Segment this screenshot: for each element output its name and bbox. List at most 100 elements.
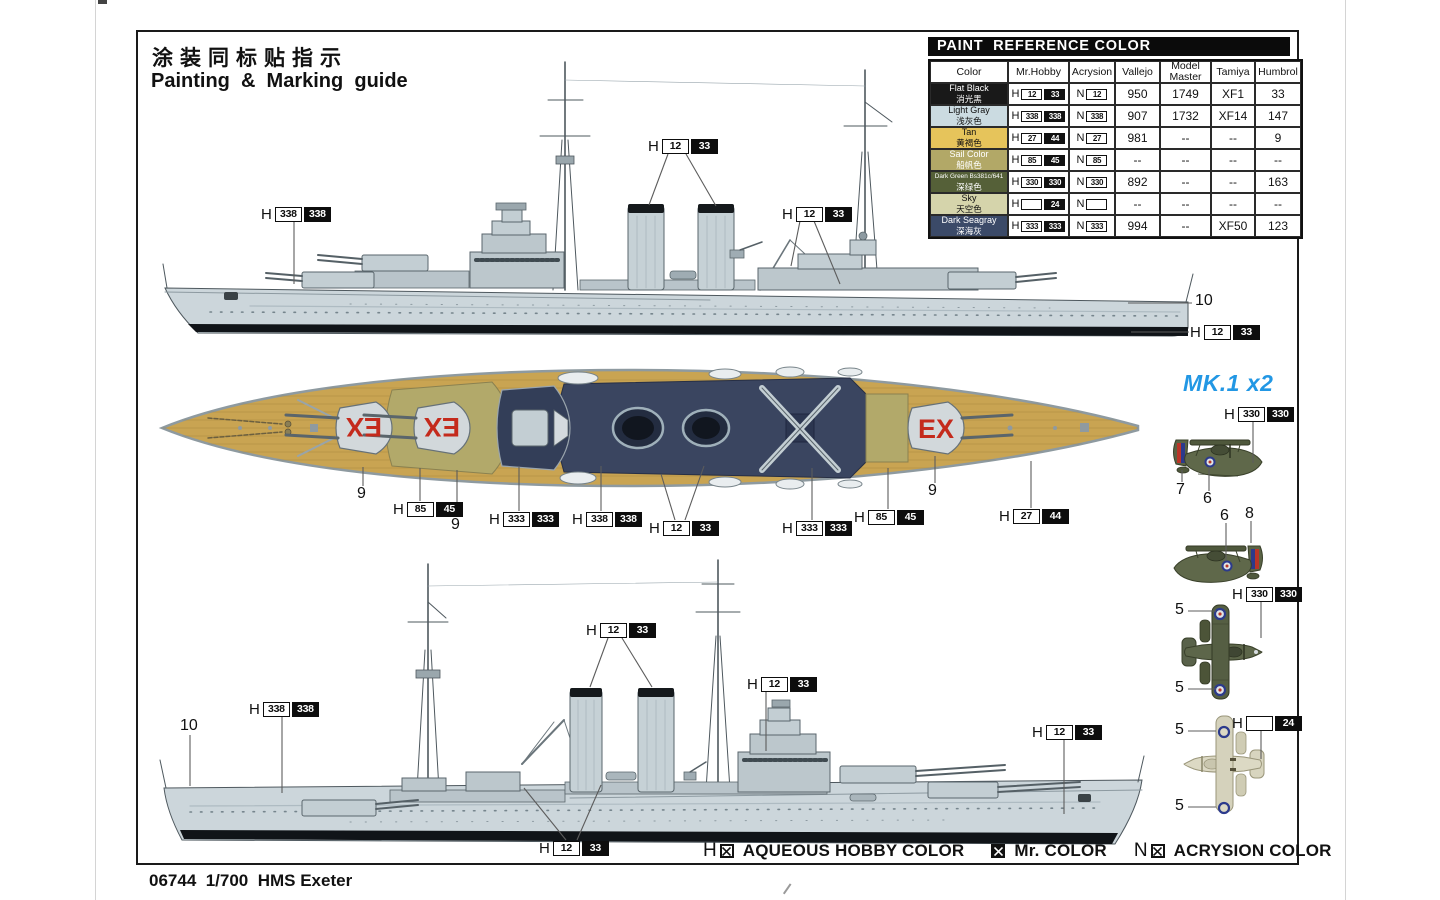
table-header: Color	[930, 61, 1008, 83]
chip-prefix: H	[1232, 585, 1243, 603]
paint-number-cell: XF1	[1211, 83, 1255, 105]
mr-color-number-box: 45	[435, 501, 463, 517]
paint-number-cell: 123	[1255, 215, 1301, 237]
paint-number-cell: 950	[1115, 83, 1160, 105]
table-header: Model Master	[1160, 61, 1211, 83]
crop-mark	[782, 883, 792, 895]
legend-aqueous-label: AQUEOUS HOBBY COLOR	[742, 841, 965, 860]
aqueous-number-box: 12	[661, 138, 689, 154]
chip-prefix: H	[489, 510, 500, 528]
aqueous-number-box: 338	[262, 701, 290, 717]
mr-color-number-box: 33	[628, 622, 656, 638]
mr-color-number-box: 338	[614, 511, 642, 527]
mr-color-number-box: 33	[581, 840, 609, 856]
aqueous-number-box: 12	[795, 206, 823, 222]
paint-number-cell: --	[1160, 127, 1211, 149]
mr-color-number-box: 33	[824, 206, 852, 222]
part-number-callout: 5	[1175, 679, 1184, 696]
paint-number-cell: 892	[1115, 171, 1160, 193]
acrysion-cell: N	[1069, 193, 1115, 215]
paint-number-cell: 163	[1255, 171, 1301, 193]
paint-number-cell: --	[1255, 149, 1301, 171]
paint-number-cell: 147	[1255, 105, 1301, 127]
paint-callout-chip: H 24	[1232, 714, 1302, 732]
legend-n-prefix: N	[1133, 840, 1148, 861]
paint-number-cell: XF14	[1211, 105, 1255, 127]
paint-number-cell: --	[1115, 193, 1160, 215]
paint-number-cell: --	[1255, 193, 1301, 215]
part-number-callout: 9	[928, 482, 937, 499]
chip-prefix: H	[1232, 714, 1243, 732]
table-header: Acrysion	[1069, 61, 1115, 83]
paint-number-cell: 907	[1115, 105, 1160, 127]
part-number-callout: 6	[1203, 490, 1212, 507]
aircraft-side-view-1	[1173, 439, 1263, 477]
crop-line-left	[95, 0, 96, 900]
chip-prefix: H	[999, 507, 1010, 525]
table-header: Tamiya	[1211, 61, 1255, 83]
page-frame	[136, 30, 1299, 865]
part-number-callout: 8	[1245, 505, 1254, 522]
legend-mrcolor-label: Mr. COLOR	[1014, 841, 1107, 860]
mr-color-number-box: 33	[690, 138, 718, 154]
paint-number-cell: 9	[1255, 127, 1301, 149]
aqueous-number-box: 12	[552, 840, 580, 856]
table-header: Mr.Hobby	[1008, 61, 1069, 83]
aqueous-number-box: 85	[406, 501, 434, 517]
chip-prefix: H	[572, 510, 583, 528]
white-x-box-icon	[719, 844, 734, 858]
paint-number-cell: --	[1211, 127, 1255, 149]
mr-color-number-box: 33	[691, 520, 719, 536]
aqueous-number-box: 12	[662, 520, 690, 536]
chip-prefix: H	[1190, 323, 1201, 341]
aqueous-number-box: 12	[599, 622, 627, 638]
paint-number-cell: --	[1160, 171, 1211, 193]
mr-color-number-box: 333	[824, 520, 852, 536]
paint-number-cell: 33	[1255, 83, 1301, 105]
white-x-box-icon	[1150, 844, 1165, 858]
mr-color-number-box: 333	[531, 511, 559, 527]
aqueous-number-box: 333	[502, 511, 530, 527]
chip-prefix: H	[539, 839, 550, 857]
chip-prefix: H	[249, 700, 260, 718]
paint-number-cell: --	[1160, 149, 1211, 171]
chip-prefix: H	[648, 137, 659, 155]
legend-acrysion-label: ACRYSION COLOR	[1173, 841, 1332, 860]
mr-color-number-box: 44	[1041, 508, 1069, 524]
chip-prefix: H	[1224, 405, 1235, 423]
part-number-callout: 5	[1175, 721, 1184, 738]
mr-color-number-box: 330	[1274, 586, 1302, 602]
part-number-callout: 9	[451, 516, 460, 533]
aqueous-number-box: 12	[1203, 324, 1231, 340]
mr-color-number-box: 24	[1274, 715, 1302, 731]
part-number-callout: 9	[357, 485, 366, 502]
part-number-callout: 10	[1195, 292, 1213, 309]
aqueous-number-box: 27	[1012, 508, 1040, 524]
aircraft-panel-title: MK.1 x2	[1183, 370, 1274, 396]
chip-prefix: H	[854, 508, 865, 526]
